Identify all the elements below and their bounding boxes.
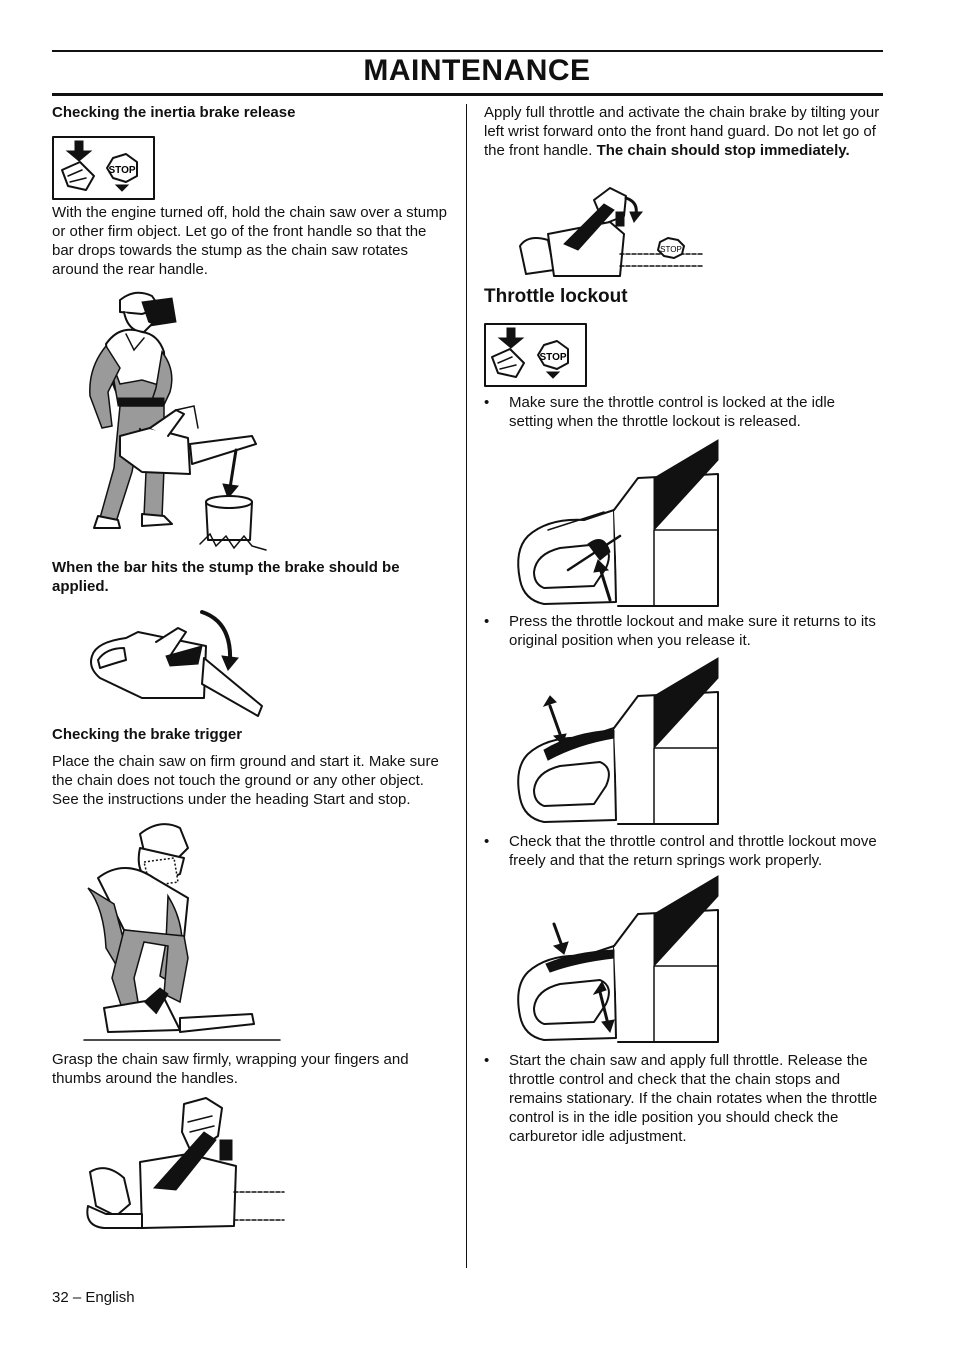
throttle-lockout	[543, 729, 615, 761]
illustration-man-saw-over-stump	[89, 291, 267, 551]
header-rule-bottom	[52, 93, 883, 96]
stop-label: STOP	[108, 165, 135, 176]
stop-sign-icon: STOP	[537, 340, 569, 379]
arrow-down-icon	[65, 140, 93, 162]
saw-housing	[613, 473, 719, 607]
icon-frame	[484, 323, 587, 387]
chain-saw-body	[103, 997, 181, 1033]
illustration-throttle-handle-3	[517, 875, 719, 1043]
illustration-saw-brake-rotation	[90, 610, 263, 717]
visor	[141, 297, 177, 327]
left-hand	[89, 1167, 131, 1217]
stop-sign-icon: STOP	[106, 153, 138, 192]
bullet-text: Press the throttle lockout and make sure…	[509, 613, 876, 649]
illustration-throttle-handle-2	[517, 657, 719, 825]
jacket	[97, 867, 189, 939]
heading-throttle-lockout: Throttle lockout	[484, 286, 628, 307]
paragraph-inertia: With the engine turned off, hold the cha…	[52, 204, 447, 278]
chain-bar	[201, 657, 263, 717]
paragraph-full-throttle: Apply full throttle and activate the cha…	[484, 103, 884, 160]
footer-page-number: 32 – English	[52, 1289, 135, 1306]
bullet-text: Check that the throttle control and thro…	[509, 833, 877, 869]
hand-on-guard-icon	[491, 348, 525, 378]
hand-on-guard-icon	[61, 161, 95, 191]
chain-bar	[179, 1013, 255, 1033]
stop-icon-box-2: STOP	[484, 323, 587, 387]
column-divider	[466, 104, 467, 1268]
throttle-lockout	[545, 949, 615, 973]
bullet-dot: •	[484, 613, 490, 630]
illustration-hands-grasping-saw	[86, 1097, 285, 1229]
paragraph-brake-trigger: Place the chain saw on firm ground and s…	[52, 753, 439, 808]
paragraph-full-throttle-bold: The chain should stop immediately.	[596, 142, 850, 159]
saw-housing	[613, 909, 719, 1043]
heading-brake-trigger: Checking the brake trigger	[52, 726, 243, 743]
stop-label-small: STOP	[660, 245, 682, 254]
stop-label: STOP	[539, 352, 566, 363]
header-rule-top	[52, 50, 883, 52]
bullet-text: Start the chain saw and apply full throt…	[509, 1052, 878, 1145]
bullet-dot: •	[484, 394, 490, 411]
caption-stump: When the bar hits the stump the brake sh…	[52, 559, 400, 595]
paragraph-full-throttle-normal: Apply full throttle and activate the cha…	[484, 104, 880, 159]
bullet-dot: •	[484, 833, 490, 850]
arrow-down-icon	[497, 327, 525, 349]
stop-sign-icon: STOP	[657, 237, 685, 259]
left-arm	[89, 344, 121, 429]
bullet-dot: •	[484, 1052, 490, 1069]
illustration-man-crouching-saw	[83, 823, 281, 1041]
paragraph-grasp: Grasp the chain saw firmly, wrapping you…	[52, 1051, 409, 1087]
illustration-throttle-handle-1	[517, 439, 719, 607]
illustration-wrist-brake: STOP	[519, 187, 705, 277]
chain-bar	[189, 435, 257, 465]
page-title: MAINTENANCE	[363, 54, 591, 87]
bullet-text: Make sure the throttle control is locked…	[509, 394, 836, 430]
heading-inertia-brake: Checking the inertia brake release	[52, 104, 296, 121]
stop-icon-box: STOP	[52, 136, 155, 200]
saw-housing	[613, 691, 719, 825]
